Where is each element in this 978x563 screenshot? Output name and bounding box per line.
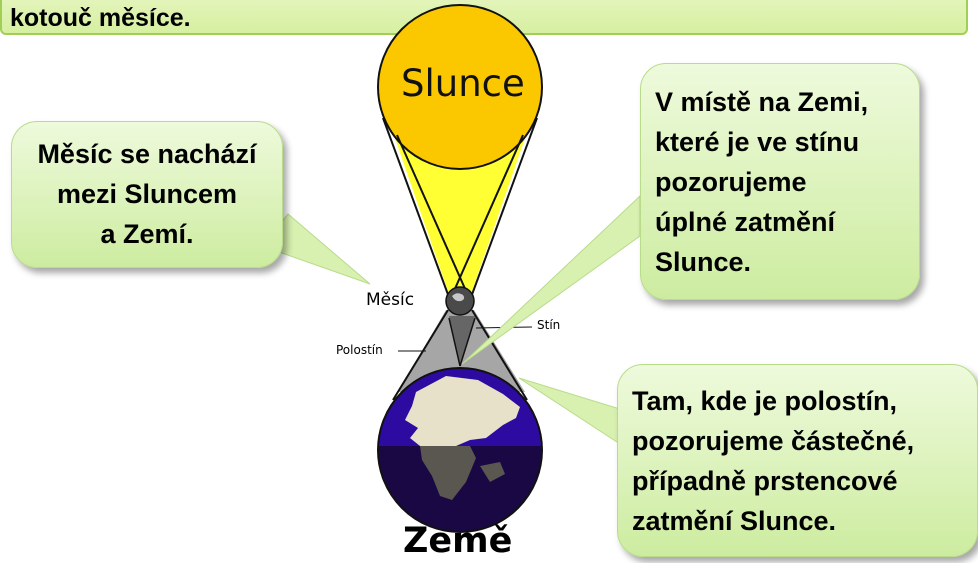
callout-line: a Zemí. (100, 219, 194, 249)
callout-line: V místě na Zemi, (655, 87, 869, 117)
ray-line (471, 309, 528, 401)
banner-text: kotouč měsíce. (10, 4, 191, 32)
callout-moon-position: Měsíc se nachází mezi Sluncem a Zemí. (11, 121, 283, 268)
earth-label: Země (403, 521, 513, 561)
ray-line (382, 117, 451, 301)
shadow-label: Stín (537, 318, 561, 332)
penumbra-label: Polostín (336, 343, 383, 357)
callout-partial-eclipse: Tam, kde je polostín, pozorujeme částečn… (617, 364, 978, 557)
ray-line (392, 309, 449, 401)
moon-surface-detail (452, 293, 465, 302)
ray-line (459, 317, 476, 367)
landmass-night (480, 462, 505, 482)
callout-line: mezi Sluncem (56, 179, 238, 209)
ray-line (449, 134, 524, 301)
sun (377, 4, 543, 170)
callout-line: Měsíc se nachází (37, 139, 257, 169)
callout-line: zatmění Slunce. (632, 506, 837, 536)
callout-line: úplné zatmění (655, 207, 836, 237)
callout-line: které je ve stínu (655, 127, 860, 157)
callout-line: pozorujeme částečné, (632, 426, 915, 456)
ray-line (396, 134, 471, 301)
callout-line: případně prstencové (632, 466, 898, 496)
callout-line: pozorujeme (655, 167, 807, 197)
callout-total-eclipse: V místě na Zemi, které je ve stínu pozor… (640, 63, 920, 300)
ray-line (469, 117, 538, 301)
sun-rays (388, 118, 532, 297)
callout-line: Slunce. (655, 247, 752, 277)
landmass-day (405, 376, 520, 446)
sun-label: Slunce (401, 62, 525, 105)
ray-line (448, 317, 461, 367)
landmass-night (420, 446, 476, 500)
umbra-region (449, 316, 475, 366)
moon-label: Měsíc (366, 290, 415, 310)
callout-line: Tam, kde je polostín, (632, 386, 898, 416)
